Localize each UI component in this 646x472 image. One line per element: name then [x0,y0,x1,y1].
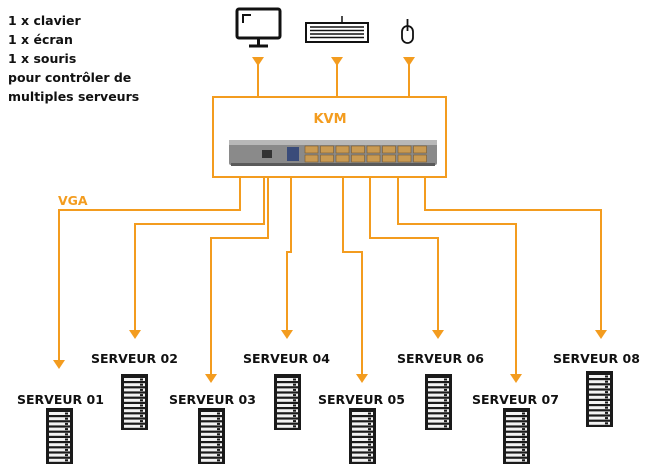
server-label-08: SERVEUR 08 [553,351,640,366]
vga-link [134,177,265,333]
server-rack-icon [121,374,148,430]
intro-line: multiples serveurs [8,89,140,104]
vga-arrow [432,330,444,339]
vga-link [424,177,602,333]
intro-line: 1 x clavier [8,13,81,28]
server-rack-icon [198,408,225,464]
keyboard-icon [305,16,369,43]
kvm-port [413,145,427,154]
vga-arrow [205,374,217,383]
intro-line: 1 x souris [8,51,77,66]
kvm-port [351,145,365,154]
monitor-icon [235,7,282,48]
kvm-label: KVM [313,112,347,127]
server-rack-icon [503,408,530,464]
kvm-port [382,154,396,163]
kvm-port [320,154,334,163]
kvm-port [335,154,350,163]
kvm-port [366,145,381,154]
vga-link [58,177,241,363]
kvm-port [397,145,412,154]
server-rack-icon [425,374,452,430]
vga-arrow [595,330,607,339]
kvm-port [304,154,319,163]
server-label-03: SERVEUR 03 [169,392,256,407]
vga-arrow [281,330,293,339]
vga-link [286,177,292,333]
kvm-port [351,154,365,163]
vga-label: VGA [58,193,88,208]
server-rack-icon [586,371,613,427]
vga-link [369,177,439,333]
server-label-04: SERVEUR 04 [243,351,330,366]
server-label-06: SERVEUR 06 [397,351,484,366]
intro-text: 1 x clavier 1 x écran 1 x souris pour co… [8,11,139,106]
vga-arrow [129,330,141,339]
vga-link [210,177,269,377]
kvm-port [320,145,334,154]
server-label-01: SERVEUR 01 [17,392,104,407]
kvm-port [382,145,396,154]
peripheral-arrow [403,57,415,66]
server-label-02: SERVEUR 02 [91,351,178,366]
server-label-05: SERVEUR 05 [318,392,405,407]
intro-line: pour contrôler de [8,70,132,85]
kvm-port [413,154,427,163]
intro-line: 1 x écran [8,32,73,47]
connector-lines [53,57,607,383]
kvm-port [304,145,319,154]
peripheral-arrow [331,57,343,66]
kvm-port [397,154,412,163]
server-rack-icon [274,374,301,430]
kvm-port [335,145,350,154]
vga-arrow [53,360,65,369]
peripheral-arrow [252,57,264,66]
vga-link [397,177,517,377]
vga-link [342,177,363,377]
vga-arrow [356,374,368,383]
vga-arrow [510,374,522,383]
server-rack-icon [46,408,73,464]
kvm-port [366,154,381,163]
server-rack-icon [349,408,376,464]
kvm-switch-device [229,140,437,166]
server-label-07: SERVEUR 07 [472,392,559,407]
mouse-icon [401,19,414,44]
